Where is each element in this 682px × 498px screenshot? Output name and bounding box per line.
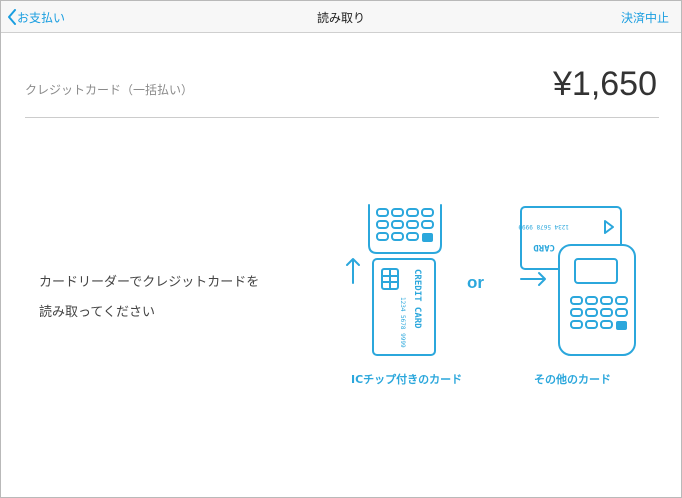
instruction-line-2: 読み取ってください [39,305,155,320]
page-title: 読み取り [316,11,365,25]
card-number-text: 1234 5678 9999 [399,297,406,348]
card-reader-illustration: CREDIT CARD 1234 5678 9999 1234 5678 999… [346,204,636,356]
ic-card-caption: ICチップ付きのカード [351,373,463,386]
card2-brand-text: CARD [533,242,555,252]
card2-number-text: 1234 5678 9999 [518,223,569,230]
arrow-right-icon [520,272,546,286]
ic-credit-card [372,258,436,356]
or-label: or [467,273,484,292]
payment-method-label: クレジットカード（一括払い） [25,83,194,97]
cancel-payment-button[interactable]: 決済中止 [620,11,669,25]
card-brand-text: CREDIT CARD [412,269,422,329]
back-button-label: お支払い [17,10,66,25]
reader-keypad [376,208,434,241]
other-card-caption: その他のカード [534,373,611,386]
back-button[interactable]: お支払い [7,7,65,27]
divider [25,117,659,118]
navigation-bar: お支払い 読み取り 決済中止 [1,1,681,33]
reader-keypad-right [570,296,628,329]
instruction-line-1: カードリーダーでクレジットカードを [39,275,260,290]
chevron-left-icon [8,9,16,25]
arrow-up-icon [346,258,360,284]
ic-card-reader [368,204,442,254]
payment-amount: ¥1,650 [553,65,657,103]
